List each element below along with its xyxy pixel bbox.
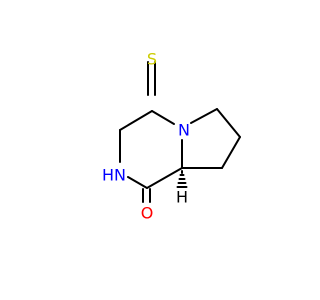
structure-diagram: S N H N O H (102, 50, 241, 223)
sulfur-atom-label: S (147, 50, 157, 69)
bond-thiocarbonyl-to-ring-nitrogen (151, 110, 175, 125)
molecule-canvas: S N H N O H (101, 49, 241, 223)
bond-pyrrolidine-ch2-b (221, 136, 241, 169)
ring-nitrogen-atom-label: N (178, 121, 190, 140)
bond-pyrrolidine-ch2-a (216, 108, 241, 138)
bond-carbonyl-to-stereocenter (146, 167, 183, 189)
bond-thiocarbonyl-to-ch2 (119, 110, 153, 131)
amide-nitrogen-atom-label: N (114, 166, 126, 185)
oxygen-atom-label: O (141, 204, 154, 223)
amide-hydrogen-label: H (102, 166, 114, 185)
bond-ring-nitrogen-to-ch2 (190, 108, 218, 124)
stereo-hydrogen-label: H (176, 188, 188, 207)
bond-amide-nitrogen-to-carbonyl (127, 176, 148, 189)
